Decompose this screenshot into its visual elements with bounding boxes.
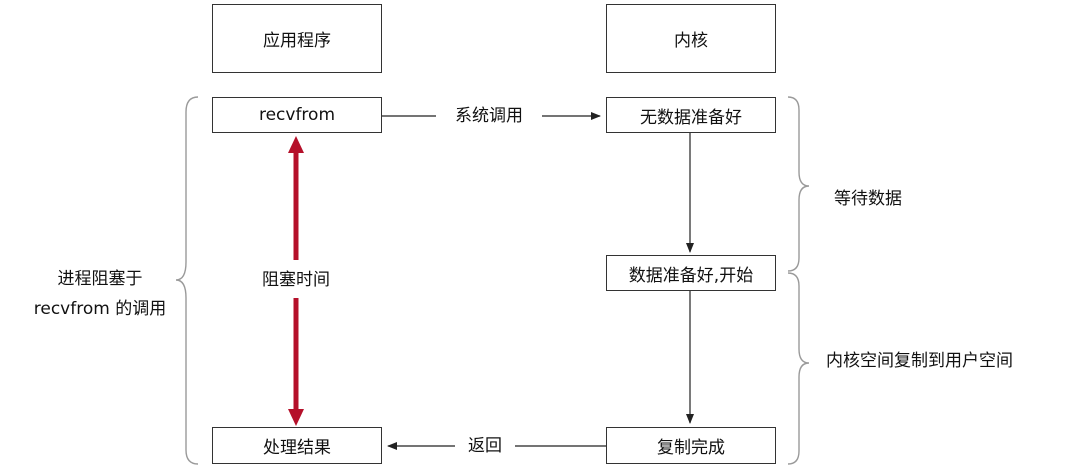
copy-to-user-label: 内核空间复制到用户空间 xyxy=(826,351,1013,371)
right-brace-copy xyxy=(787,272,810,465)
copy-done-box: 复制完成 xyxy=(606,427,776,464)
kernel-header: 内核 xyxy=(606,4,776,73)
syscall-label: 系统调用 xyxy=(436,104,542,128)
right-brace-wait xyxy=(787,96,810,272)
process-blocked-label-line2: recvfrom 的调用 xyxy=(33,299,167,319)
left-brace xyxy=(175,96,199,465)
application-header: 应用程序 xyxy=(212,4,382,73)
blocking-time-label: 阻塞时间 xyxy=(244,268,348,292)
wait-for-data-label: 等待数据 xyxy=(834,189,902,209)
process-result-box: 处理结果 xyxy=(212,427,382,464)
data-ready-box: 数据准备好,开始 xyxy=(606,255,776,291)
recvfrom-box: recvfrom xyxy=(212,97,382,133)
no-data-ready-box: 无数据准备好 xyxy=(606,97,776,133)
return-label: 返回 xyxy=(455,434,515,458)
blocking-time-arrow xyxy=(288,136,304,426)
process-blocked-label-line1: 进程阻塞于 xyxy=(57,269,143,289)
